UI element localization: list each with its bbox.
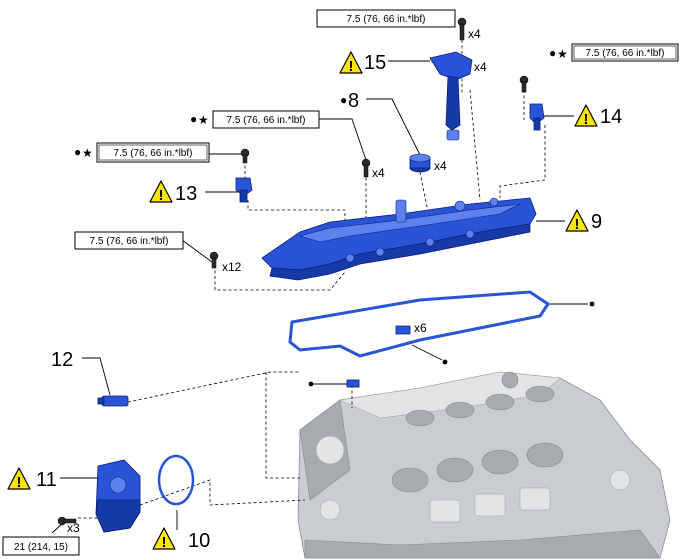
warning-icon: ! bbox=[339, 51, 363, 75]
svg-text:!: ! bbox=[162, 534, 167, 551]
callout-9: 9 bbox=[591, 211, 602, 233]
svg-text:7.5 (76, 66 in.*lbf): 7.5 (76, 66 in.*lbf) bbox=[227, 115, 306, 126]
torque-spec-top: 7.5 (76, 66 in.*lbf) bbox=[316, 9, 456, 28]
engine-block bbox=[297, 371, 671, 559]
qty-label: x12 bbox=[222, 260, 242, 274]
bolt-mid bbox=[361, 158, 371, 178]
torque-spec-left: 7.5 (76, 66 in.*lbf) bbox=[96, 142, 210, 163]
torque-spec-right: 7.5 (76, 66 in.*lbf) bbox=[571, 43, 679, 62]
dot-marker bbox=[589, 301, 595, 307]
warning-icon: ! bbox=[565, 209, 589, 233]
svg-text:!: ! bbox=[17, 474, 22, 491]
svg-text:21 (214, 15): 21 (214, 15) bbox=[14, 542, 68, 553]
torque-spec-lower: 7.5 (76, 66 in.*lbf) bbox=[74, 231, 184, 250]
vacuum-pump bbox=[95, 459, 141, 533]
svg-text:!: ! bbox=[159, 187, 164, 204]
bolt-lower bbox=[209, 251, 219, 269]
qty-label: x4 bbox=[468, 27, 481, 41]
warning-icon: ! bbox=[149, 180, 173, 204]
svg-text:!: ! bbox=[575, 216, 580, 233]
svg-text:7.5 (76, 66 in.*lbf): 7.5 (76, 66 in.*lbf) bbox=[586, 48, 665, 59]
cylinder-head-cover bbox=[261, 197, 537, 281]
bolt-bottom bbox=[57, 516, 77, 526]
qty-label: x3 bbox=[67, 521, 80, 535]
callout-11: 11 bbox=[36, 469, 57, 491]
star-symbol: ★ bbox=[82, 146, 93, 160]
callout-15: 15 bbox=[364, 52, 386, 74]
svg-text:7.5 (76, 66 in.*lbf): 7.5 (76, 66 in.*lbf) bbox=[114, 148, 193, 159]
cam-sensor-right bbox=[529, 103, 545, 131]
cam-sensor-left bbox=[235, 177, 253, 203]
warning-icon: ! bbox=[7, 467, 31, 491]
dot-symbol: ● bbox=[549, 46, 556, 60]
bolts bbox=[57, 17, 529, 526]
svg-text:!: ! bbox=[584, 111, 589, 128]
dot-marker bbox=[442, 359, 448, 365]
bolt-left bbox=[240, 148, 250, 164]
ignition-coil bbox=[429, 51, 473, 141]
torque-spec-bottom: 21 (214, 15) bbox=[2, 536, 80, 556]
callout-13: 13 bbox=[175, 183, 197, 205]
dot-marker bbox=[308, 381, 314, 387]
dot-symbol: ● bbox=[190, 112, 197, 126]
head-cover-gasket bbox=[288, 290, 551, 358]
warning-icon: ! bbox=[574, 104, 598, 128]
plug-tube-gasket bbox=[409, 153, 431, 173]
qty-label: x4 bbox=[434, 159, 447, 173]
callout-12: 12 bbox=[51, 349, 73, 371]
svg-text:7.5 (76, 66 in.*lbf): 7.5 (76, 66 in.*lbf) bbox=[347, 14, 426, 25]
star-symbol: ★ bbox=[557, 47, 568, 61]
torque-spec-mid: 7.5 (76, 66 in.*lbf) bbox=[212, 110, 320, 129]
svg-text:!: ! bbox=[349, 58, 354, 75]
bolt-right bbox=[519, 75, 529, 93]
oil-control-valve-filter bbox=[97, 395, 129, 407]
star-symbol: ★ bbox=[198, 113, 209, 127]
o-ring bbox=[157, 454, 195, 506]
callout-10: 10 bbox=[188, 530, 210, 552]
warning-icon: ! bbox=[152, 527, 176, 551]
dot-symbol: ● bbox=[340, 93, 347, 107]
qty-label: x6 bbox=[414, 321, 427, 335]
dot-symbol: ● bbox=[74, 145, 81, 159]
callout-8: 8 bbox=[348, 90, 359, 112]
qty-label: x4 bbox=[474, 60, 487, 74]
bolt-top bbox=[457, 17, 467, 41]
callout-14: 14 bbox=[600, 106, 622, 128]
block-fitting bbox=[346, 379, 360, 388]
qty-label: x4 bbox=[372, 166, 385, 180]
svg-text:7.5 (76, 66 in.*lbf): 7.5 (76, 66 in.*lbf) bbox=[90, 236, 169, 247]
